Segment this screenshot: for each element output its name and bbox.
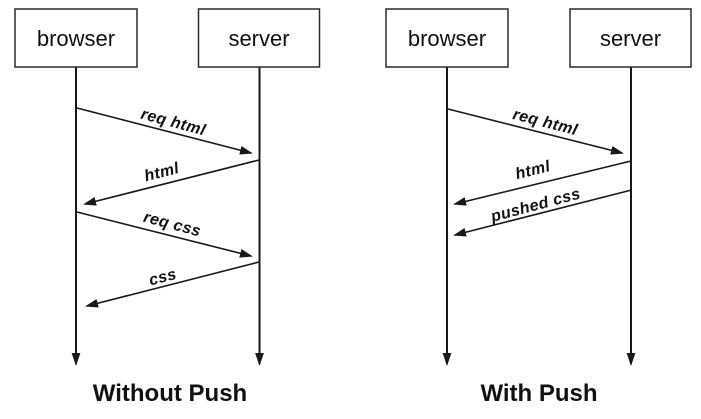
actor-box-server [197, 8, 321, 68]
actor-label-server: server [600, 26, 661, 51]
actor-label-browser: browser [408, 26, 486, 51]
message-arrow-html [453, 160, 632, 206]
message-arrow-req-css [76, 211, 253, 258]
actor-label-server: server [228, 26, 289, 51]
actor-box-browser [385, 8, 509, 68]
diagram-with-push: browser server req html html pushed css … [385, 8, 692, 407]
message-label-css: css [147, 266, 178, 289]
actor-label-browser: browser [37, 26, 115, 51]
message-label-req-html: req html [139, 106, 208, 140]
message-arrow-css [85, 261, 260, 308]
message-arrow-req-html [76, 107, 253, 155]
actor-box-browser [14, 8, 138, 68]
diagram-without-push: browser server req html html req css css… [14, 8, 321, 407]
message-arrow-req-html [447, 108, 624, 155]
actor-box-server [569, 8, 692, 68]
message-label-html: html [514, 158, 553, 183]
message-arrow-html [83, 159, 260, 206]
message-arrow-pushed-css [453, 189, 632, 237]
diagram-caption-without-push: Without Push [93, 380, 247, 407]
diagram-caption-with-push: With Push [480, 380, 597, 407]
